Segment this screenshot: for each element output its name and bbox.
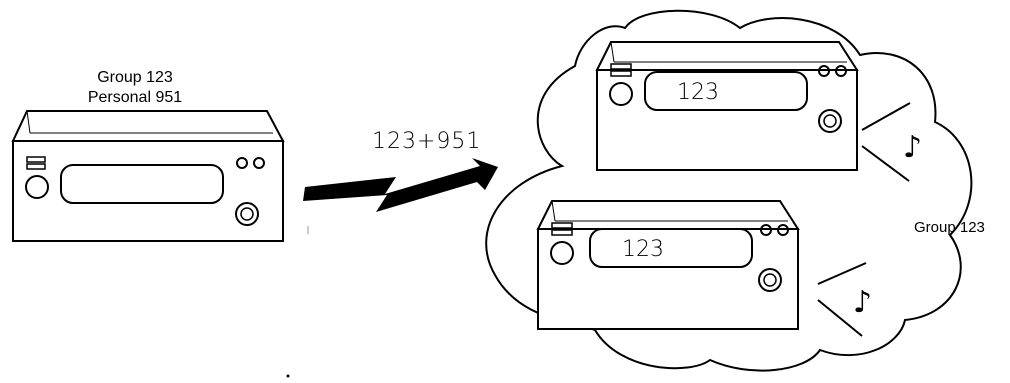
receiver-display-2-text: 123 — [622, 237, 664, 262]
receiver-display-1 — [644, 71, 808, 111]
sender-personal-label: Personal 951 — [87, 89, 183, 106]
stray-dot — [286, 374, 290, 378]
receiver-radio-1: 123 — [595, 41, 859, 171]
transmission-arrow — [303, 158, 498, 212]
sender-caption: Group 123 Personal 951 — [80, 68, 190, 108]
receiver-radio-2: 123 — [536, 200, 800, 330]
cloud-group-label: Group 123 — [914, 219, 985, 236]
sender-display — [60, 164, 224, 204]
sound-output-2: ♪ — [817, 262, 872, 337]
music-note-icon: ♪ — [903, 130, 922, 165]
sender-group-label: Group 123 — [97, 69, 173, 86]
sound-output-1: ♪ — [861, 102, 922, 182]
group-cloud — [485, 9, 973, 372]
receiver-display-1-text: 123 — [677, 80, 719, 105]
sender-radio — [11, 110, 285, 242]
transmission-code: 123+951 — [372, 129, 482, 154]
music-note-icon: ♪ — [853, 285, 872, 320]
receiver-display-2 — [589, 228, 753, 268]
